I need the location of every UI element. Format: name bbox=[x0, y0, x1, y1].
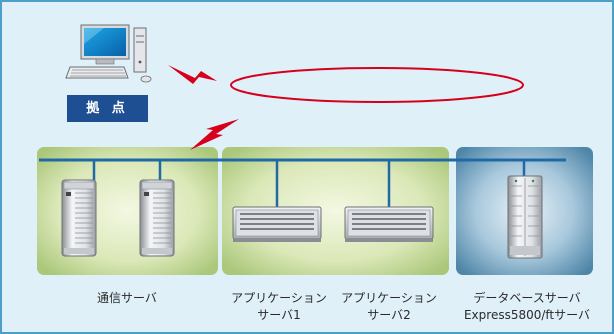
bus-drops bbox=[92, 160, 526, 207]
label-app1-line1: アプリケーション bbox=[231, 291, 327, 305]
site-label: 拠 点 bbox=[86, 101, 129, 116]
label-app-server-2: アプリケーション サーバ2 bbox=[334, 290, 444, 324]
label-app1-line2: サーバ1 bbox=[257, 308, 301, 322]
wan-ellipse bbox=[230, 67, 524, 103]
desktop-pc-icon bbox=[65, 24, 152, 83]
label-db-line2: Express5800/ftサーバ bbox=[463, 308, 591, 322]
tower-server-icon bbox=[139, 179, 175, 257]
tower-server-icon bbox=[61, 179, 97, 257]
lightning-link-icon bbox=[190, 119, 239, 150]
label-db-line1: データベースサーバ bbox=[473, 291, 581, 305]
label-app2-line1: アプリケーション bbox=[341, 291, 437, 305]
label-comm-line1: 通信サーバ bbox=[97, 291, 157, 305]
ft-server-icon bbox=[507, 175, 543, 259]
panel-app bbox=[222, 147, 449, 275]
rack-server-icon bbox=[232, 206, 322, 242]
label-app-server-1: アプリケーション サーバ1 bbox=[224, 290, 334, 324]
label-db-server: データベースサーバ Express5800/ftサーバ bbox=[448, 290, 606, 324]
label-comm-server: 通信サーバ bbox=[57, 290, 197, 307]
site-label-box bbox=[67, 95, 148, 122]
rack-server-icon bbox=[344, 206, 434, 242]
label-app2-line2: サーバ2 bbox=[367, 308, 411, 322]
lightning-link-icon bbox=[168, 65, 217, 84]
